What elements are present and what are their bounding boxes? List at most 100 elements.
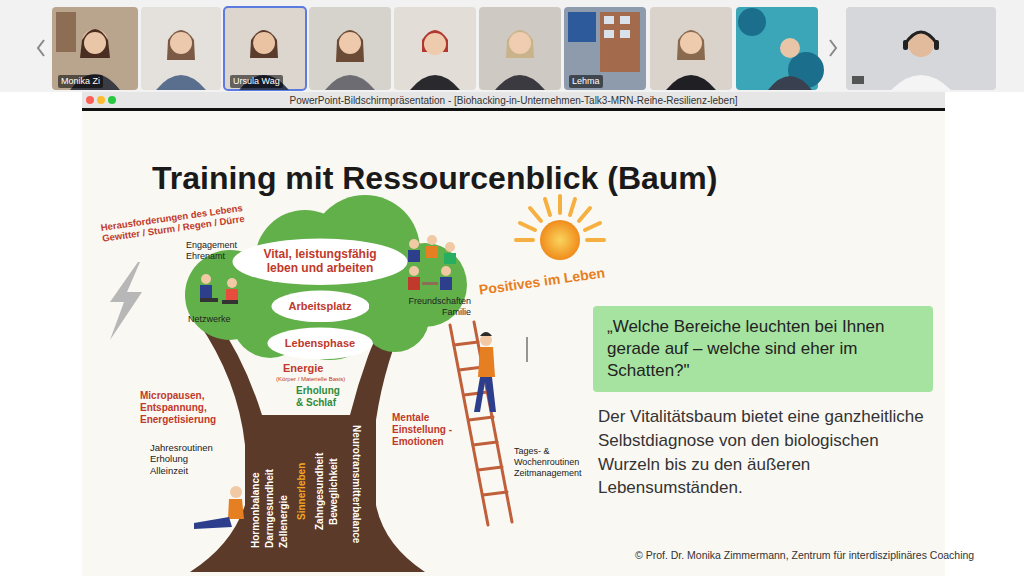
video-tile	[479, 7, 561, 90]
slide-title: Training mit Ressourcenblick (Baum)	[152, 160, 717, 197]
person-figure	[440, 277, 452, 290]
person-figure	[474, 332, 496, 412]
question-box: „Welche Bereiche leuchten bei Ihnen gera…	[593, 306, 933, 392]
tree-label: Jahresroutinen Erholung Alleinzeit	[150, 442, 225, 476]
video-tile	[410, 75, 460, 90]
video-tile	[56, 12, 76, 52]
sun-symbol	[558, 196, 562, 213]
node-text: „Welche Bereiche leuchten bei Ihnen gera…	[607, 316, 919, 382]
person-figure	[408, 239, 420, 262]
person-figure	[409, 266, 419, 276]
video-tile	[84, 32, 106, 54]
participant-name: Lehma	[569, 75, 603, 88]
person-figure	[427, 235, 437, 245]
sun-symbol	[516, 238, 533, 242]
video-tile	[738, 8, 766, 36]
trunk-label: Hormonbalance	[250, 472, 262, 548]
video-tile	[891, 75, 951, 90]
video-tile	[224, 7, 306, 90]
video-tile	[170, 32, 192, 54]
person-figure	[222, 278, 238, 304]
node-text: Lebensphase	[284, 337, 356, 350]
sun-symbol	[540, 220, 580, 260]
tree-label: Micropausen, Entspannung, Energetisierun…	[140, 390, 225, 426]
video-tile	[339, 32, 361, 54]
lightning-symbol	[110, 262, 142, 340]
text-cursor	[527, 337, 528, 362]
ladder	[450, 322, 512, 525]
person-figure	[408, 266, 452, 290]
video-tile	[680, 32, 702, 54]
video-tile	[905, 32, 937, 44]
video-tile	[394, 7, 476, 90]
sun-symbol	[579, 208, 590, 221]
video-tile	[52, 7, 138, 90]
person-figure	[222, 300, 238, 304]
video-tile	[736, 7, 824, 90]
person-figure	[426, 246, 438, 258]
sun-symbol	[587, 238, 604, 242]
tree-label: Energie	[283, 362, 323, 375]
video-tile	[141, 7, 221, 90]
sun-symbol	[545, 199, 550, 215]
person-figure	[200, 298, 218, 302]
person-figure	[200, 274, 218, 302]
window-title: PowerPoint-Bildschirmpräsentation - [Bio…	[82, 95, 945, 107]
video-tile	[650, 7, 732, 90]
tree-label: Mentale Einstellung - Emotionen	[392, 412, 454, 448]
participant-name: Monika Zi	[58, 75, 103, 88]
tree-label: Erholung & Schlaf	[296, 385, 344, 409]
trunk-label: Neurotransmitterbalance	[350, 425, 362, 543]
trunk-label: Darmgesundheit	[264, 469, 276, 548]
tree-label: Netzwerke	[188, 314, 231, 325]
video-tile	[604, 30, 614, 38]
video-tile	[424, 33, 446, 55]
ellipse-shape	[271, 290, 369, 322]
window-frame	[108, 96, 116, 104]
person-figure	[409, 239, 419, 249]
ladder	[469, 417, 493, 420]
tree-label: (Körper / Materielle Basis)	[276, 376, 345, 383]
video-tile	[852, 76, 864, 84]
video-tile	[80, 29, 110, 58]
area-ellipse: Lebensphase	[267, 327, 373, 360]
window-frame	[97, 96, 105, 104]
sun-symbol	[530, 208, 541, 221]
ladder	[473, 442, 497, 445]
ladder	[464, 392, 488, 395]
person-figure	[194, 486, 244, 529]
ellipse-shape	[233, 239, 408, 286]
trunk-label: Zellenergie	[278, 495, 290, 548]
person-figure	[480, 332, 492, 336]
window-frame	[82, 108, 945, 111]
video-tile	[600, 12, 640, 72]
person-figure	[201, 274, 211, 284]
person-figure	[228, 499, 244, 519]
video-tile	[506, 30, 534, 58]
person-figure	[227, 278, 237, 288]
person-figure	[408, 277, 420, 290]
video-strip	[0, 0, 1024, 92]
video-tile	[903, 40, 908, 50]
window-frame	[945, 92, 1024, 576]
video-strip	[830, 40, 836, 56]
video-tile	[224, 7, 306, 90]
window-frame	[82, 92, 945, 108]
video-tile	[156, 75, 206, 90]
video-tile	[620, 30, 630, 38]
ladder	[474, 322, 512, 522]
video-tile	[495, 75, 545, 90]
video-tile	[309, 7, 391, 90]
window-frame	[82, 108, 945, 576]
video-tile	[253, 32, 275, 54]
sun-symbol	[520, 223, 535, 230]
video-tile	[768, 76, 812, 90]
sun-symbol	[570, 199, 575, 215]
video-strip	[38, 40, 44, 56]
video-tile	[250, 30, 278, 58]
person-figure	[194, 517, 232, 529]
video-tile	[325, 75, 375, 90]
tree-label: Tages- & Wochenroutinen Zeitmanagement	[514, 446, 594, 478]
copyright-caption: © Prof. Dr. Monika Zimmermann, Zentrum f…	[635, 549, 974, 561]
